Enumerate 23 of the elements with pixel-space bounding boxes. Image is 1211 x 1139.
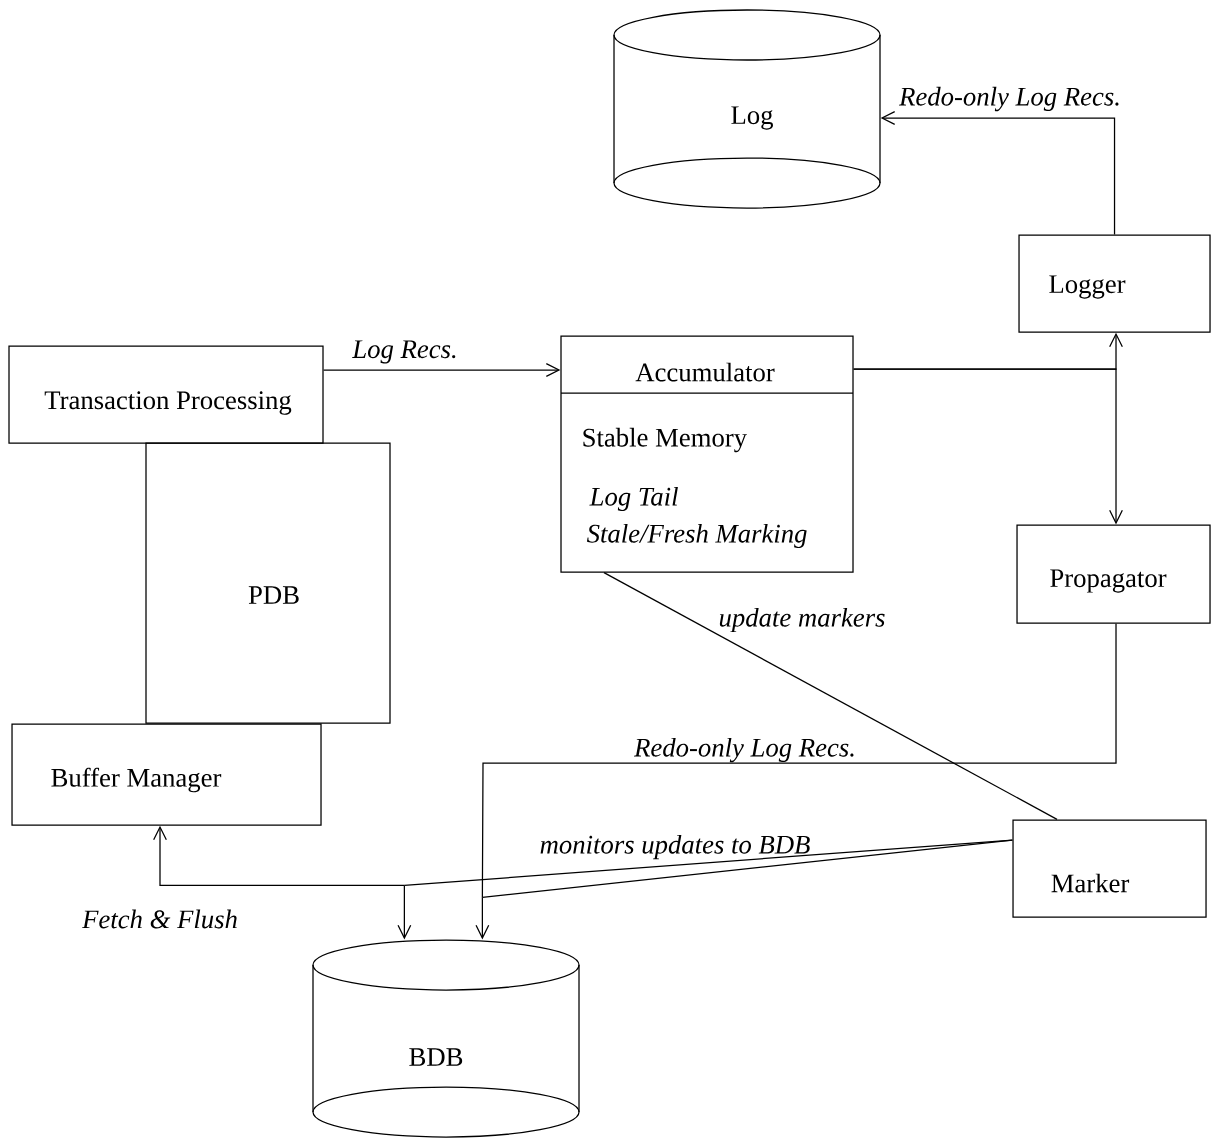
arrow bbox=[323, 363, 561, 377]
edge-label: Fetch & Flush bbox=[81, 909, 237, 929]
arrow bbox=[853, 368, 1123, 525]
edge-label: Redo-only Log Recs. bbox=[898, 86, 1119, 112]
node-label: Log bbox=[731, 106, 773, 130]
edge-label: monitors updates to BDB bbox=[540, 834, 810, 860]
accumulator-box: Accumulator Stable Memory Log Tail Stale/Fresh Marking bbox=[560, 335, 854, 573]
database-cylinder: Log bbox=[613, 9, 881, 209]
node-label: BDB bbox=[409, 1048, 463, 1066]
process-box: Marker bbox=[1012, 819, 1207, 918]
process-box: Logger bbox=[1018, 234, 1211, 333]
edge-label: update markers bbox=[719, 607, 885, 633]
process-box: Transaction Processing bbox=[8, 345, 324, 444]
arrow bbox=[397, 884, 412, 940]
edge-label: Log Recs. bbox=[352, 340, 456, 364]
database-cylinder: BDB bbox=[312, 939, 580, 1138]
edge-label: Redo-only Log Recs. bbox=[633, 737, 854, 763]
arrow bbox=[880, 111, 1116, 236]
arrow bbox=[153, 825, 405, 887]
process-box: PDB bbox=[145, 442, 391, 724]
process-box: Buffer Manager bbox=[11, 723, 322, 826]
process-box: Propagator bbox=[1016, 524, 1211, 624]
arrow bbox=[475, 896, 490, 940]
